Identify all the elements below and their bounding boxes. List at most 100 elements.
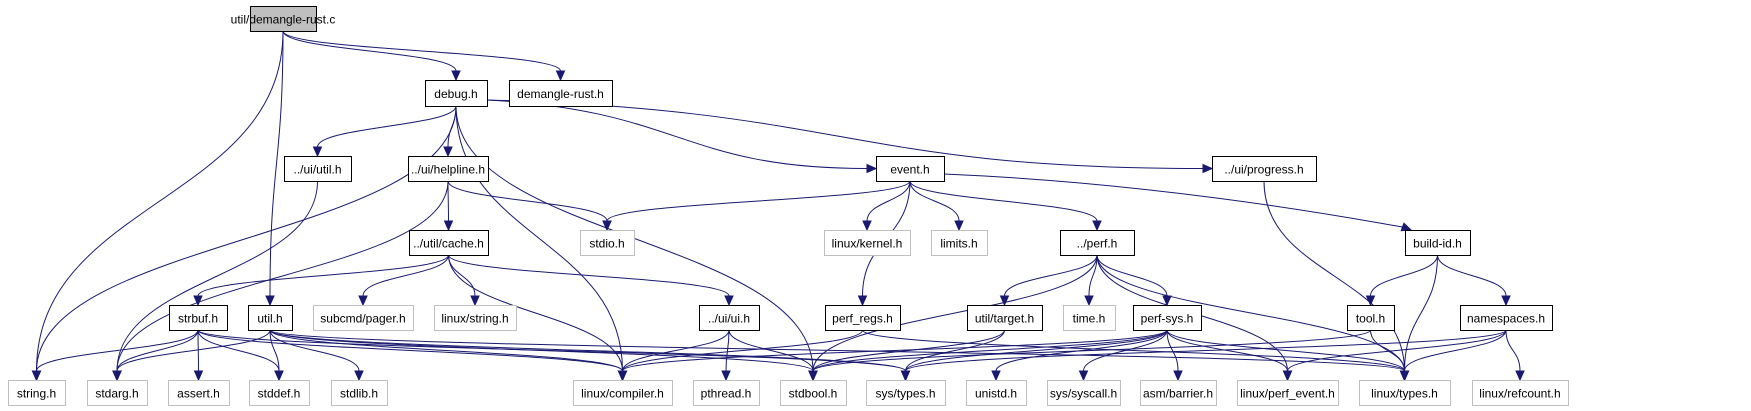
node-box bbox=[876, 156, 945, 182]
node-debug-h[interactable]: debug.h bbox=[425, 80, 488, 107]
node-demangle-rust-c[interactable]: util/demangle-rust.c bbox=[231, 6, 336, 32]
node-label: ../ui/progress.h bbox=[1224, 163, 1303, 177]
node-stdbool-h: stdbool.h bbox=[780, 380, 847, 406]
node-perf-sys-h[interactable]: perf-sys.h bbox=[1133, 305, 1202, 331]
edge-perf-sys-h-to-asm-barrier-h bbox=[1166, 329, 1179, 372]
node-label: stdbool.h bbox=[789, 387, 838, 401]
arrowhead-debug-h-to-ui-util-h bbox=[312, 146, 323, 158]
node-box bbox=[1472, 380, 1569, 406]
edge-event-h-to-perf-h bbox=[909, 180, 1098, 222]
arrowhead-util-cache-h-to-subcmd-pager-h bbox=[358, 295, 368, 307]
node-label: ../util/cache.h bbox=[413, 237, 484, 251]
edge-ui-progress-h-to-linux-types-h bbox=[1263, 180, 1405, 372]
arrowhead-perf-sys-h-to-linux-compiler-h bbox=[617, 370, 628, 382]
node-build-id-h[interactable]: build-id.h bbox=[1405, 230, 1471, 256]
edge-debug-h-to-ui-util-h bbox=[317, 105, 457, 148]
edge-perf-regs-h-to-linux-compiler-h bbox=[622, 329, 863, 372]
node-box bbox=[425, 80, 488, 107]
edge-util-cache-h-to-subcmd-pager-h bbox=[362, 254, 449, 297]
node-box bbox=[509, 80, 613, 107]
node-box bbox=[580, 230, 635, 256]
edge-build-id-h-to-namespaces-h bbox=[1437, 254, 1507, 297]
node-linux-kernel-h: linux/kernel.h bbox=[824, 230, 911, 256]
node-subcmd-pager-h: subcmd/pager.h bbox=[313, 305, 414, 331]
edge-debug-h-to-ui-progress-h bbox=[486, 99, 1204, 169]
node-label: linux/compiler.h bbox=[581, 387, 664, 401]
nodes-layer: util/demangle-rust.c debug.h demangle-rust… bbox=[8, 6, 1569, 406]
edge-perf-sys-h-to-stdbool-h bbox=[812, 329, 1168, 372]
arrowhead-build-id-h-to-namespaces-h bbox=[1501, 295, 1511, 307]
edge-perf-h-to-perf-sys-h bbox=[1096, 254, 1168, 297]
node-box bbox=[1359, 380, 1451, 406]
node-perf-regs-h[interactable]: perf_regs.h bbox=[825, 305, 901, 331]
node-box bbox=[1060, 230, 1135, 256]
node-box bbox=[1237, 380, 1339, 406]
node-label: limits.h bbox=[940, 237, 977, 251]
node-stdlib-h: stdlib.h bbox=[331, 380, 388, 406]
edge-ui-helpline-h-to-util-cache-h bbox=[447, 180, 449, 222]
node-string-h: string.h bbox=[8, 380, 66, 406]
node-label: strbuf.h bbox=[178, 312, 218, 326]
node-label: stddef.h bbox=[258, 387, 301, 401]
node-label: ../ui/helpline.h bbox=[411, 163, 485, 177]
node-box bbox=[1063, 305, 1116, 331]
node-demangle-rust-h[interactable]: demangle-rust.h bbox=[509, 80, 613, 107]
node-stdio-h: stdio.h bbox=[580, 230, 635, 256]
edge-debug-h-to-linux-compiler-h bbox=[455, 105, 623, 372]
node-limits-h: limits.h bbox=[931, 230, 988, 256]
node-label: linux/string.h bbox=[441, 312, 508, 326]
node-label: debug.h bbox=[434, 87, 477, 101]
node-ui-util-h[interactable]: ../ui/util.h bbox=[284, 156, 352, 182]
node-linux-compiler-h: linux/compiler.h bbox=[573, 380, 673, 406]
node-box bbox=[248, 305, 293, 331]
node-label: time.h bbox=[1073, 312, 1106, 326]
node-label: build-id.h bbox=[1413, 237, 1462, 251]
node-ui-ui-h[interactable]: ../ui/ui.h bbox=[699, 305, 760, 331]
edge-strbuf-h-to-stddef-h bbox=[197, 329, 280, 372]
edge-build-id-h-to-tool-h bbox=[1370, 254, 1438, 297]
node-tool-h[interactable]: tool.h bbox=[1347, 305, 1395, 331]
edge-perf-sys-h-to-sys-syscall-h bbox=[1083, 329, 1168, 372]
edge-util-cache-h-to-ui-ui-h bbox=[448, 254, 730, 297]
edge-util-target-h-to-sys-types-h bbox=[905, 329, 1005, 372]
edge-strbuf-h-to-string-h bbox=[36, 329, 199, 372]
arrowhead-tool-h-to-stdbool-h bbox=[808, 370, 818, 382]
node-box bbox=[249, 380, 310, 406]
node-perf-h[interactable]: ../perf.h bbox=[1060, 230, 1135, 256]
node-box bbox=[434, 305, 517, 331]
edge-namespaces-h-to-sys-types-h bbox=[905, 329, 1507, 372]
node-box bbox=[825, 305, 901, 331]
node-box bbox=[780, 380, 847, 406]
node-stdarg-h: stdarg.h bbox=[87, 380, 148, 406]
edge-event-h-to-limits-h bbox=[909, 180, 960, 222]
node-ui-progress-h[interactable]: ../ui/progress.h bbox=[1212, 156, 1317, 182]
edge-ui-ui-h-to-linux-compiler-h bbox=[622, 329, 730, 372]
edge-util-cache-h-to-linux-string-h bbox=[448, 254, 476, 297]
node-strbuf-h[interactable]: strbuf.h bbox=[169, 305, 228, 331]
node-box bbox=[699, 305, 760, 331]
node-label: linux/kernel.h bbox=[832, 237, 903, 251]
arrowhead-perf-h-to-util-target-h bbox=[999, 295, 1010, 307]
node-box bbox=[1460, 305, 1553, 331]
arrowhead-event-h-to-perf-regs-h bbox=[857, 295, 868, 307]
node-label: sys/syscall.h bbox=[1050, 387, 1117, 401]
edge-event-h-to-linux-kernel-h bbox=[866, 180, 911, 222]
node-box bbox=[1405, 230, 1471, 256]
node-namespaces-h[interactable]: namespaces.h bbox=[1460, 305, 1553, 331]
node-util-target-h[interactable]: util/target.h bbox=[967, 305, 1043, 331]
edge-util-h-to-stdbool-h bbox=[269, 329, 814, 372]
node-util-cache-h[interactable]: ../util/cache.h bbox=[409, 230, 489, 256]
node-label: ../ui/util.h bbox=[293, 163, 341, 177]
edge-demangle-rust-c-to-demangle-rust-h bbox=[282, 30, 561, 72]
node-label: stdarg.h bbox=[95, 387, 138, 401]
node-label: unistd.h bbox=[975, 387, 1017, 401]
edge-util-h-to-sys-types-h bbox=[269, 329, 906, 372]
edge-util-h-to-stdarg-h bbox=[116, 329, 271, 372]
arrowhead-namespaces-h-to-linux-refcount-h bbox=[1515, 370, 1525, 382]
node-ui-helpline-h[interactable]: ../ui/helpline.h bbox=[408, 156, 489, 182]
node-label: namespaces.h bbox=[1467, 312, 1545, 326]
arrowhead-ui-ui-h-to-pthread-h bbox=[721, 370, 731, 382]
edge-build-id-h-to-linux-types-h bbox=[1404, 254, 1438, 372]
node-util-h[interactable]: util.h bbox=[248, 305, 293, 331]
node-event-h[interactable]: event.h bbox=[876, 156, 945, 182]
